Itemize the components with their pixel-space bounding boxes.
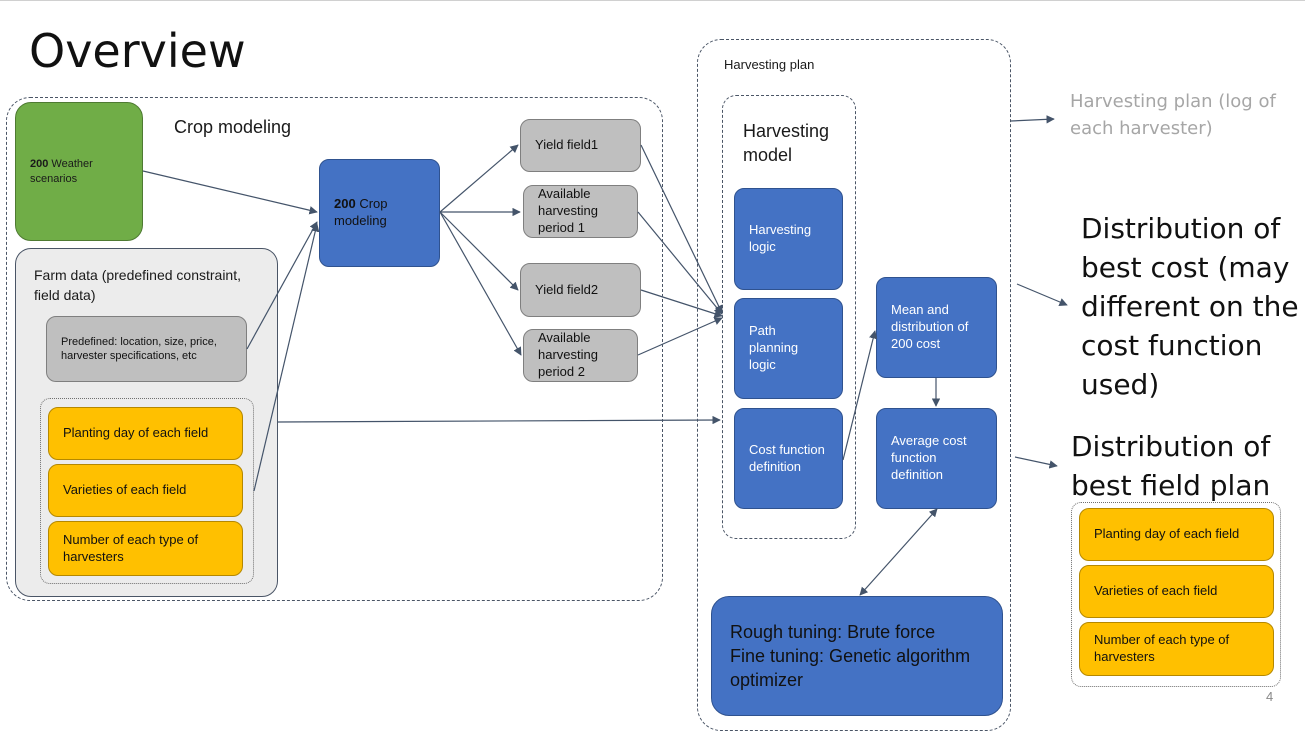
yield-field2-box: Yield field2 — [520, 263, 641, 317]
weather-scenarios-box: 200 Weather scenarios — [15, 102, 143, 241]
arrow-yield2-to-model — [640, 289, 723, 318]
harvesting-logic-box: Harvesting logic — [734, 188, 843, 290]
crop-count: 200 — [334, 196, 356, 212]
output-varieties-box: Varieties of each field — [1079, 565, 1274, 618]
harvesting-plan-log-text: Harvesting plan (log of each harvester) — [1070, 91, 1276, 139]
weather-text: Weather scenarios — [30, 158, 93, 185]
harvester-count-box: Number of each type of harvesters — [48, 521, 243, 576]
harvesting-plan-label: Harvesting plan — [724, 57, 815, 72]
page-number: 4 — [1266, 689, 1274, 704]
arrow-cost-to-mean — [842, 330, 878, 461]
arrow-predefined-to-crop — [246, 221, 318, 350]
arrow-to-best-cost — [1016, 283, 1068, 306]
path-planning-box: Path planning logic — [734, 298, 843, 399]
arrow-varieties-to-crop — [253, 223, 320, 492]
arrow-crop-to-yield2 — [439, 211, 519, 291]
top-divider — [0, 0, 1305, 1]
arrow-crop-to-yield1 — [439, 144, 519, 213]
best-field-plan-text: Distribution of best field plan — [1071, 430, 1271, 502]
output-harvester-count-box: Number of each type of harvesters — [1079, 622, 1274, 676]
harvesting-model-label: Harvesting model — [743, 121, 830, 165]
arrow-farm-to-model — [277, 415, 721, 425]
harvesting-plan-region — [697, 39, 1011, 731]
best-field-plan-group — [1071, 502, 1281, 687]
arrow-yield1-to-model — [640, 144, 723, 314]
weather-count: 200 — [30, 158, 49, 171]
mean-cost-box: Mean and distribution of 200 cost — [876, 277, 997, 378]
rough-tuning-text: Rough tuning: Brute force — [730, 622, 936, 642]
output-planting-day-box: Planting day of each field — [1079, 508, 1274, 561]
planting-day-box: Planting day of each field — [48, 407, 243, 460]
predefined-box: Predefined: location, size, price, harve… — [46, 316, 247, 382]
arrow-crop-to-period2 — [439, 211, 522, 356]
arrow-to-best-field-plan — [1014, 456, 1058, 469]
crop-modeling-label: Crop modeling — [174, 117, 292, 137]
crop-text: Crop modeling — [334, 196, 388, 228]
best-cost-text: Distribution of best cost (may different… — [1081, 212, 1299, 401]
arrow-period1-to-model — [637, 211, 723, 315]
farm-data-label: Farm data (predefined constraint, field … — [34, 267, 241, 303]
tuning-box: Rough tuning: Brute force Fine tuning: G… — [711, 596, 1003, 716]
fine-tuning-text: Fine tuning: Genetic algorithm optimizer — [730, 646, 971, 690]
average-cost-box: Average cost function definition — [876, 408, 997, 509]
harvest-period1-box: Available harvesting period 1 — [523, 185, 638, 238]
arrow-period2-to-model — [637, 317, 723, 356]
arrow-average-tuning — [859, 508, 938, 596]
arrow-to-plan-log — [1010, 115, 1055, 124]
harvest-period2-box: Available harvesting period 2 — [523, 329, 638, 382]
yield-field1-box: Yield field1 — [520, 119, 641, 172]
varieties-box: Varieties of each field — [48, 464, 243, 517]
cost-function-box: Cost function definition — [734, 408, 843, 509]
crop-modeling-box: 200 Crop modeling — [319, 159, 440, 267]
field-data-group — [40, 398, 254, 584]
slide-title: Overview — [29, 24, 246, 78]
crop-modeling-region — [6, 97, 663, 601]
arrow-weather-to-crop — [142, 170, 318, 215]
